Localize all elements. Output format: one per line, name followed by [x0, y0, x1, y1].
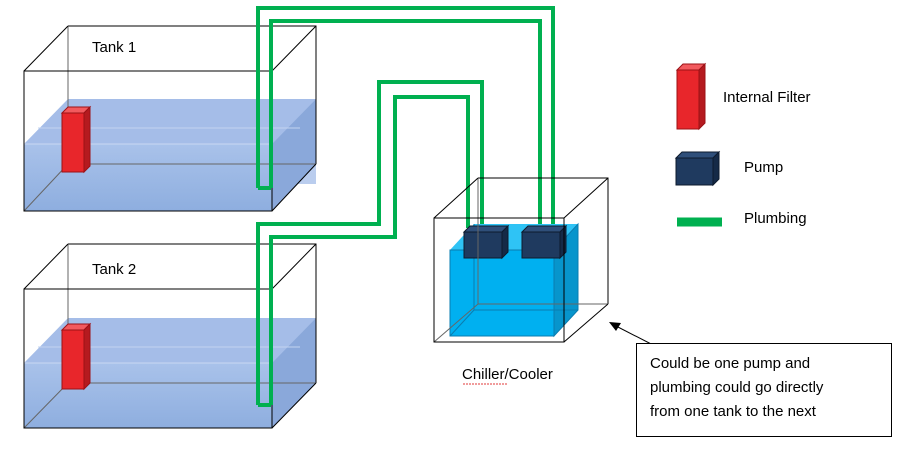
tank-2-water-top: [24, 318, 316, 363]
chiller-glass-front: [433, 217, 565, 343]
legend-pump-label: Pump: [744, 159, 783, 176]
pipe-tank1-inner: [269, 19, 542, 228]
tank-2-label: Tank 2: [92, 261, 136, 278]
tank-1-label: Tank 1: [92, 39, 136, 56]
tank-1-internal-filter: [60, 105, 92, 174]
chiller-label: Chiller/Cooler: [462, 366, 553, 383]
tank-2-water-front: [24, 363, 272, 428]
pipe-tank2-inner: [269, 95, 470, 405]
legend: Internal Filter Pump Plumbing: [674, 62, 811, 227]
chiller-water-front: [449, 249, 555, 337]
chiller-pump-left: [462, 224, 510, 260]
tank-2-internal-filter: [60, 322, 92, 391]
note-arrow: [609, 322, 656, 347]
note-box: Could be one pump and plumbing could go …: [636, 343, 892, 437]
tank-1-water-top: [24, 99, 316, 144]
note-line-3: from one tank to the next: [650, 403, 816, 420]
legend-filter-icon: [675, 62, 707, 131]
tank-2: Tank 2: [23, 243, 317, 429]
legend-plumbing-icon: [677, 217, 722, 227]
note-line-2: plumbing could go directly: [650, 379, 824, 396]
chiller-pump-right: [520, 224, 568, 260]
plumbing-pipes: [256, 6, 555, 407]
legend-pump-icon: [674, 150, 721, 187]
tank-2-water-side: [272, 318, 316, 428]
legend-plumbing-label: Plumbing: [744, 210, 807, 227]
chiller: Chiller/Cooler: [433, 177, 609, 385]
tank-1-water-front: [24, 144, 272, 211]
arrow-head-icon: [609, 322, 621, 331]
note-line-1: Could be one pump and: [650, 355, 811, 372]
pipe-tank1-outer: [256, 6, 555, 228]
pipe-tank2-outer: [256, 80, 484, 405]
tank-1: Tank 1: [23, 25, 317, 212]
tank-1-water-side: [272, 99, 316, 211]
legend-filter-label: Internal Filter: [723, 89, 811, 106]
